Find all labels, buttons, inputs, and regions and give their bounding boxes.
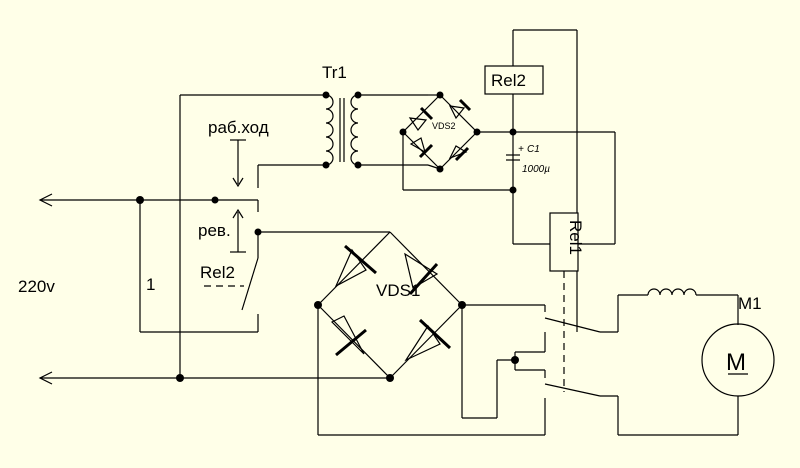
motor-name-label: M1 xyxy=(738,294,762,313)
vds1-label: VDS1 xyxy=(376,281,420,300)
rel1-coil-label: Rel1 xyxy=(566,220,585,255)
switch-contacts xyxy=(204,139,390,332)
transformer-label: Tr1 xyxy=(322,63,347,82)
rel2-c1-circuit xyxy=(484,29,616,392)
mains-input xyxy=(38,193,390,385)
capacitor-polarity: + xyxy=(518,144,524,155)
bridge-vds1 xyxy=(314,231,546,436)
bridge-vds2 xyxy=(399,91,615,191)
motor-symbol: M xyxy=(726,349,746,376)
vds2-label: VDS2 xyxy=(432,121,456,131)
transformer-tr1 xyxy=(179,91,428,378)
work-stroke-label: раб.ход xyxy=(208,118,269,137)
motor-m1 xyxy=(617,288,775,436)
rel1-reversing-contacts xyxy=(462,304,618,418)
capacitor-name: C1 xyxy=(527,144,540,155)
rel2-switch-label: Rel2 xyxy=(200,263,235,282)
mains-voltage-label: 220v xyxy=(18,277,55,296)
capacitor-value: 1000µ xyxy=(522,164,550,175)
reverse-label: рев. xyxy=(198,221,231,240)
rel2-coil-label: Rel2 xyxy=(491,71,526,90)
line-one-label: 1 xyxy=(146,275,155,294)
